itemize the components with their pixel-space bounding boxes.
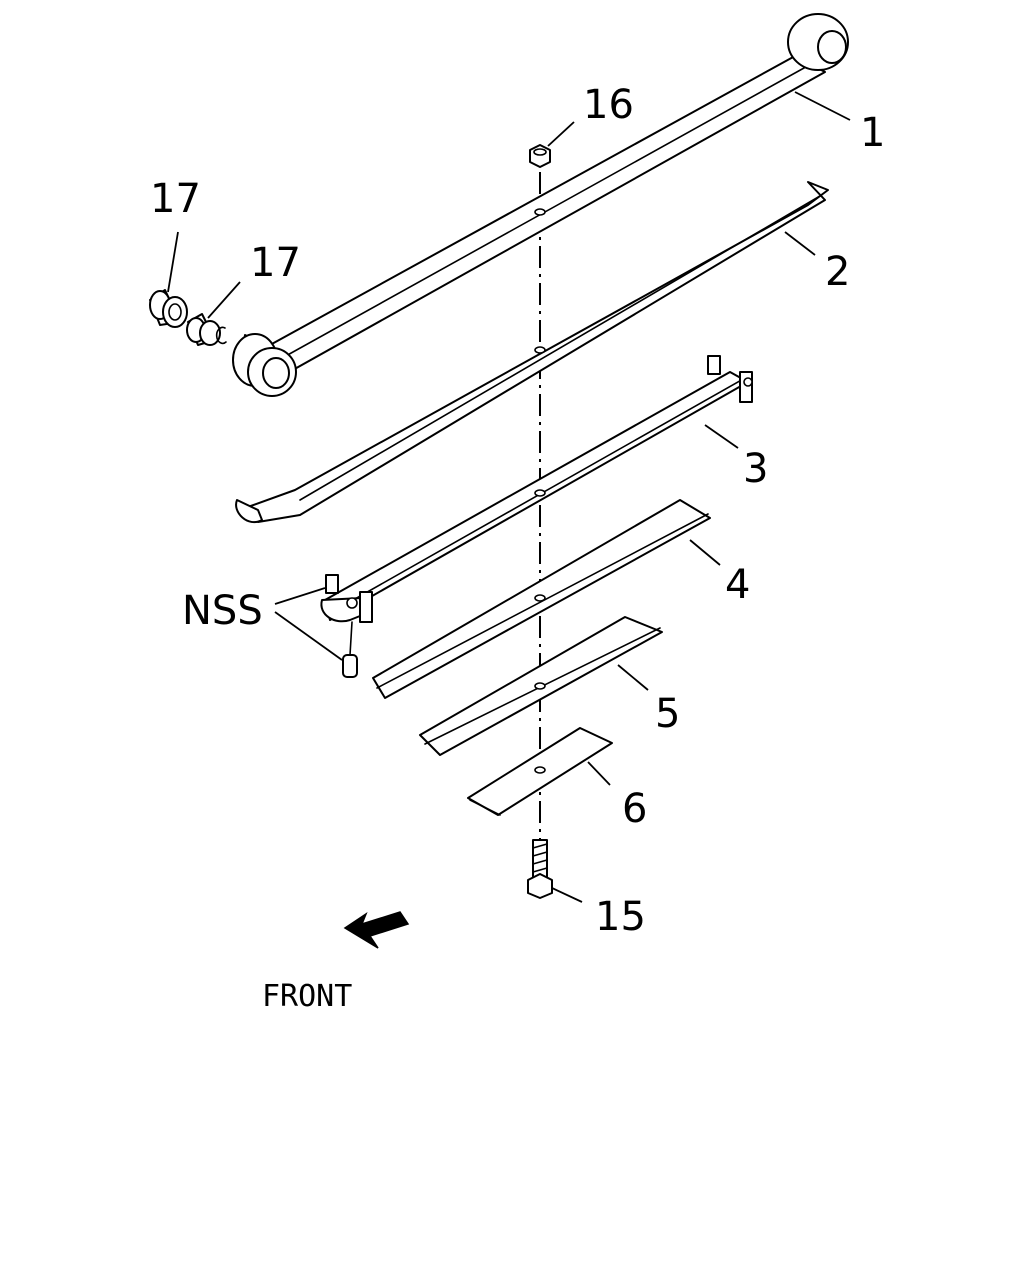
callout-2: 2 <box>825 249 850 295</box>
bushing-part-17-inner <box>186 313 227 346</box>
leader-line-4 <box>689 539 721 566</box>
leader-line-5 <box>617 664 649 691</box>
leader-line-1 <box>794 91 851 121</box>
callout-5: 5 <box>655 691 680 737</box>
callout-nss: NSS <box>182 588 263 634</box>
callout-1: 1 <box>860 110 885 156</box>
leaf-part-2 <box>235 181 829 523</box>
leader-line-16 <box>547 121 575 147</box>
callout-17-outer: 17 <box>150 176 201 222</box>
bushing-part-17-outer <box>149 289 188 328</box>
leaf-part-5 <box>419 616 663 756</box>
callout-15: 15 <box>595 894 646 940</box>
center-bolt-part-15 <box>527 839 553 899</box>
main-leaf-part-1 <box>232 13 849 397</box>
leader-line-6 <box>587 761 611 786</box>
callout-4: 4 <box>725 562 750 608</box>
leader-line-nss-upper <box>274 587 326 605</box>
callout-17-inner: 17 <box>250 240 301 286</box>
leader-line-17b <box>207 281 241 319</box>
leader-line-nss-lower <box>274 611 343 661</box>
leaf-part-4 <box>372 499 711 699</box>
front-arrow-icon <box>343 911 410 949</box>
leaf-part-6 <box>467 727 613 816</box>
front-label: FRONT <box>262 979 352 1014</box>
callout-16: 16 <box>583 82 634 128</box>
leader-line-15 <box>551 887 583 903</box>
leader-line-2 <box>784 231 816 256</box>
leader-line-3 <box>704 424 739 449</box>
callout-6: 6 <box>622 786 647 832</box>
leader-line-17a <box>167 231 179 293</box>
rivet-nss <box>342 621 358 678</box>
nut-part-16 <box>529 144 551 168</box>
callout-3: 3 <box>743 446 768 492</box>
leaf-part-3 <box>320 355 753 623</box>
